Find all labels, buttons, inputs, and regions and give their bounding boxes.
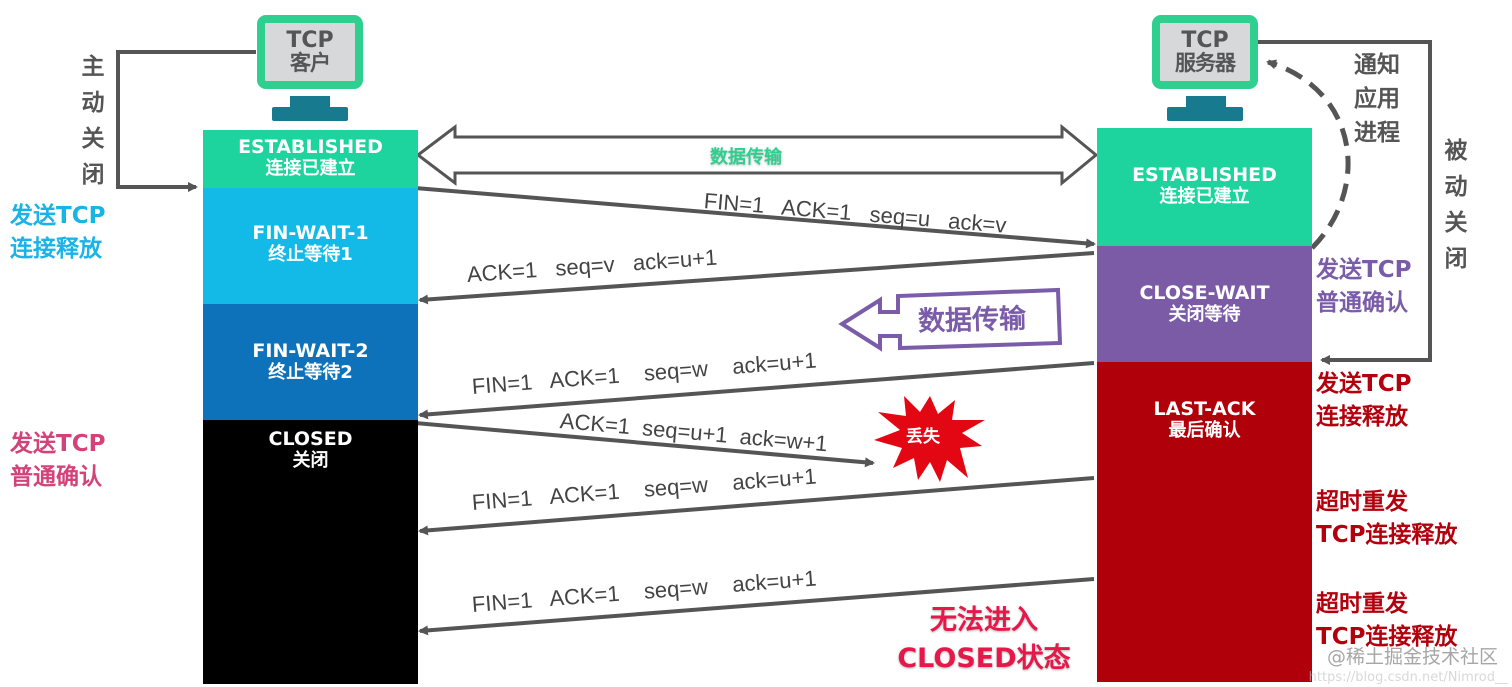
data-transfer-label: 数据传输 xyxy=(710,147,782,168)
server-monitor-stand xyxy=(1167,107,1243,121)
watermark-url: https://blog.csdn.net/Nimrod__ xyxy=(1308,670,1508,685)
server-note-send-ack: 发送TCP 普通确认 xyxy=(1316,257,1412,316)
server-state-close-wait: CLOSE-WAIT 关闭等待 xyxy=(1097,246,1312,362)
server-passive-close-label: 被 动 关 闭 xyxy=(1444,138,1468,272)
server-passive-close-bracket xyxy=(1258,40,1432,365)
server-note-send-fin: 发送TCP 连接释放 xyxy=(1316,371,1412,430)
client-state-fin-wait-2: FIN-WAIT-2 终止等待2 xyxy=(203,304,418,420)
client-note-send-fin: 发送TCP 连接释放 xyxy=(10,203,106,262)
server-monitor-icon: TCP 服务器 xyxy=(1152,15,1258,89)
client-active-close-bracket xyxy=(116,50,256,192)
server-data-transfer-label: 数据传输 xyxy=(917,303,1027,338)
server-notify-app-label: 通知 应用 进程 xyxy=(1354,52,1400,146)
client-note-send-ack: 发送TCP 普通确认 xyxy=(10,431,106,490)
client-title-line1: TCP xyxy=(286,28,334,53)
server-title-line2: 服务器 xyxy=(1175,51,1236,75)
client-monitor-stand xyxy=(272,107,348,121)
server-note-retransmit-1: 超时重发 TCP连接释放 xyxy=(1316,489,1458,548)
server-note-retransmit-2: 超时重发 TCP连接释放 xyxy=(1316,591,1458,650)
lost-badge-label: 丢失 xyxy=(906,427,940,447)
server-monitor-neck xyxy=(1186,96,1226,108)
data-transfer-double-arrow xyxy=(415,123,1099,187)
notify-app-dashed-arrow xyxy=(1266,59,1351,250)
server-data-transfer-callout xyxy=(838,287,1063,352)
client-title-line2: 客户 xyxy=(290,51,331,75)
client-state-fin-wait-1: FIN-WAIT-1 终止等待1 xyxy=(203,188,418,304)
watermark: @稀土掘金技术社区 xyxy=(1326,646,1498,668)
lost-star-shape xyxy=(874,396,985,482)
cannot-close-label: 无法进入 CLOSED状态 xyxy=(897,605,1071,674)
client-state-closed: CLOSED 关闭 xyxy=(203,420,418,684)
client-monitor-neck xyxy=(290,96,330,108)
server-state-last-ack: LAST-ACK 最后确认 xyxy=(1097,362,1312,682)
client-active-close-label: 主 动 关 闭 xyxy=(81,54,105,188)
server-state-established: ESTABLISHED 连接已建立 xyxy=(1097,128,1312,246)
client-monitor-icon: TCP 客户 xyxy=(257,15,363,89)
server-title-line1: TCP xyxy=(1181,28,1229,53)
client-state-established: ESTABLISHED 连接已建立 xyxy=(203,130,418,188)
